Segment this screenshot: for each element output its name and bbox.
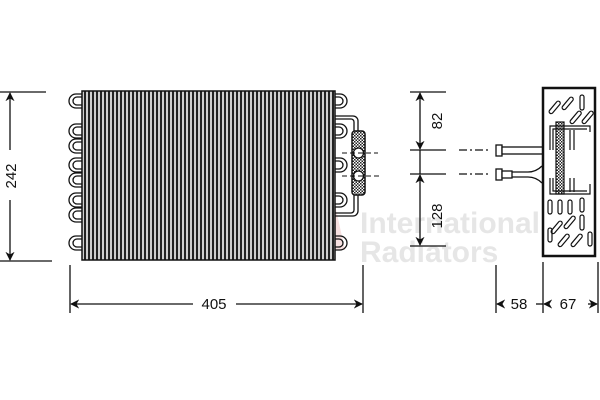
lower-offset-label: 128 (429, 203, 446, 228)
pipe-offset-dimensions (410, 91, 490, 247)
expansion-valve (342, 130, 380, 196)
depth-dimensions (495, 262, 599, 313)
left-tube-bends (68, 93, 82, 251)
depth-a-label: 58 (511, 296, 528, 313)
width-dimension (69, 265, 364, 313)
side-view-housing (541, 86, 597, 258)
height-dimension (0, 91, 52, 262)
evaporator-core (81, 90, 336, 261)
right-tube-bends (335, 93, 359, 251)
width-label: 405 (201, 296, 226, 313)
watermark-line2: Radiators (360, 236, 498, 269)
depth-b-label: 67 (560, 296, 577, 313)
watermark-line1: International (360, 207, 540, 240)
upper-offset-label: 82 (429, 113, 446, 130)
height-label: 242 (3, 163, 20, 188)
